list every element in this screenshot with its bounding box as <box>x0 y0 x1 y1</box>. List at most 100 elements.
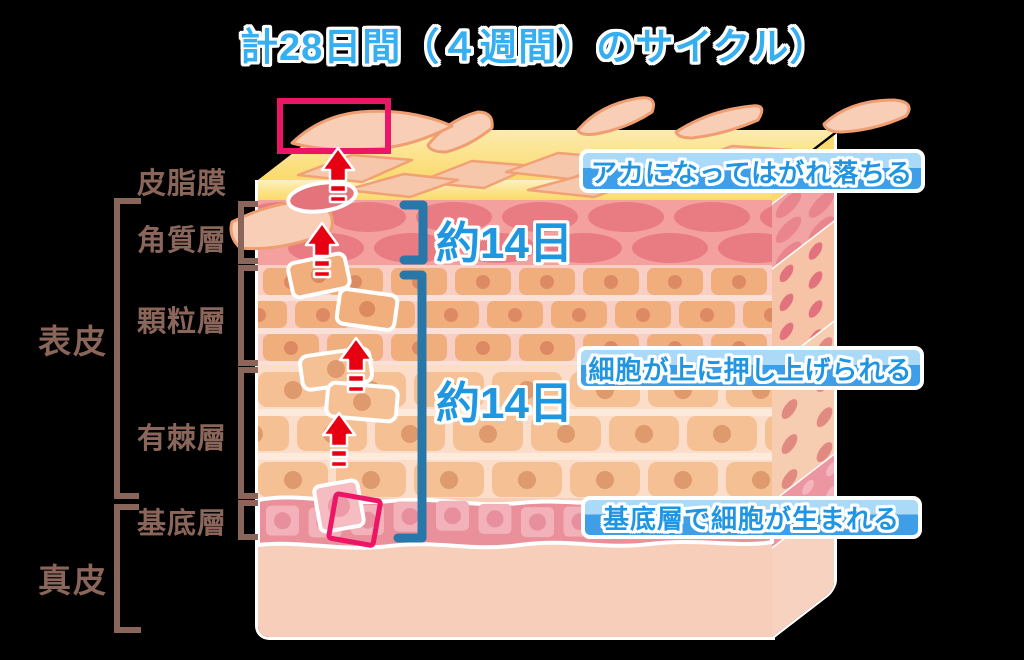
layer-stripe <box>258 453 772 460</box>
cell-nucleus <box>412 274 426 289</box>
skin-cell <box>615 301 671 328</box>
skin-cell <box>519 334 575 361</box>
corneum-cell <box>460 233 536 263</box>
skin-cell <box>492 372 562 407</box>
skin-cell <box>570 462 640 497</box>
cell-nucleus <box>348 274 362 289</box>
skin-cell <box>423 301 479 328</box>
cell-nucleus <box>635 424 653 443</box>
skin-cell <box>647 268 703 295</box>
skin-cell <box>258 462 328 497</box>
cell-nucleus <box>604 274 618 289</box>
skin-cell <box>679 301 735 328</box>
label-dermis: 真皮 <box>38 562 108 599</box>
flake-floating <box>822 98 911 134</box>
corneum-cell <box>632 233 708 263</box>
cell-nucleus <box>323 424 341 443</box>
skin-cell <box>336 372 406 407</box>
skin-cell <box>487 301 543 328</box>
skin-cell <box>327 334 383 361</box>
cell-nucleus <box>362 470 380 489</box>
skin-cell <box>263 334 319 361</box>
skin-cell <box>519 268 575 295</box>
corneum-cell <box>288 233 364 263</box>
cell-nucleus <box>348 340 362 355</box>
duration-lower: 約14日 <box>436 379 573 428</box>
corneum-cell <box>674 202 750 232</box>
skin-cell <box>414 462 484 497</box>
cell-nucleus <box>440 380 458 399</box>
layer-stripe <box>258 328 772 334</box>
corneum-cell <box>760 202 772 232</box>
callout-cell-born: 基底層で細胞が生まれる <box>581 496 922 539</box>
duration-upper: 約14日 <box>436 219 573 268</box>
callout-pushed-up: 細胞が上に押し上げられる <box>577 346 924 390</box>
skin-cell <box>743 301 772 328</box>
skin-cell <box>455 334 511 361</box>
corneum-cell <box>588 202 664 232</box>
cell-nucleus <box>362 380 380 399</box>
cell-nucleus <box>572 307 586 322</box>
cell-nucleus <box>764 307 772 322</box>
label-sebum-film: 皮脂膜 <box>137 168 228 200</box>
skin-cell <box>765 416 772 451</box>
cell-nucleus <box>518 380 536 399</box>
corneum-cell <box>546 233 622 263</box>
skin-cell <box>726 462 772 497</box>
cell-nucleus <box>316 307 330 322</box>
cell-nucleus <box>444 307 458 322</box>
label-epidermis: 表皮 <box>38 323 108 360</box>
layer-stripe <box>258 409 772 416</box>
cell-nucleus <box>636 307 650 322</box>
skin-cell <box>263 268 319 295</box>
cell-nucleus <box>258 424 263 443</box>
cell-nucleus <box>284 274 298 289</box>
skin-cell <box>648 462 718 497</box>
skin-cell <box>258 301 287 328</box>
corneum-cell <box>718 233 772 263</box>
cell-nucleus <box>440 470 458 489</box>
cell-nucleus <box>596 470 614 489</box>
cell-nucleus <box>557 424 575 443</box>
cell-nucleus <box>284 380 302 399</box>
label-stratum-corneum: 角質層 <box>137 225 228 257</box>
cell-nucleus <box>284 340 298 355</box>
label-basal-layer: 基底層 <box>137 508 228 540</box>
cell-nucleus <box>258 307 266 322</box>
corneum-cell <box>502 202 578 232</box>
skin-cell <box>327 268 383 295</box>
cell-nucleus <box>713 424 731 443</box>
skin-cell <box>711 268 767 295</box>
skin-cell <box>492 462 562 497</box>
label-granular-layer: 顆粒層 <box>137 306 228 338</box>
callout-flake-off: アカになってはがれ落ちる <box>579 149 925 193</box>
layer-stripe <box>258 295 772 301</box>
cell-nucleus <box>540 340 554 355</box>
skin-cell <box>258 416 289 451</box>
corneum-cell <box>330 202 406 232</box>
label-spinous-layer: 有棘層 <box>137 423 228 455</box>
skin-cell <box>295 301 351 328</box>
cell-nucleus <box>540 274 554 289</box>
corneum-cell <box>258 202 320 232</box>
cell-nucleus <box>412 340 426 355</box>
skin-cell <box>609 416 679 451</box>
skin-cell <box>391 334 447 361</box>
cell-nucleus <box>518 470 536 489</box>
skin-cell <box>531 416 601 451</box>
cell-nucleus <box>752 470 770 489</box>
cell-nucleus <box>401 424 419 443</box>
cell-nucleus <box>476 274 490 289</box>
cell-nucleus <box>700 307 714 322</box>
skin-cell <box>391 268 447 295</box>
skin-cell <box>297 416 367 451</box>
skin-cell <box>336 462 406 497</box>
skin-cell <box>375 416 445 451</box>
skin-cell <box>583 268 639 295</box>
cell-nucleus <box>668 274 682 289</box>
cell-nucleus <box>674 470 692 489</box>
page-title: 計28日間（４週間）のサイクル） <box>240 27 829 69</box>
skin-cell <box>455 268 511 295</box>
skin-cell <box>551 301 607 328</box>
skin-cell <box>687 416 757 451</box>
